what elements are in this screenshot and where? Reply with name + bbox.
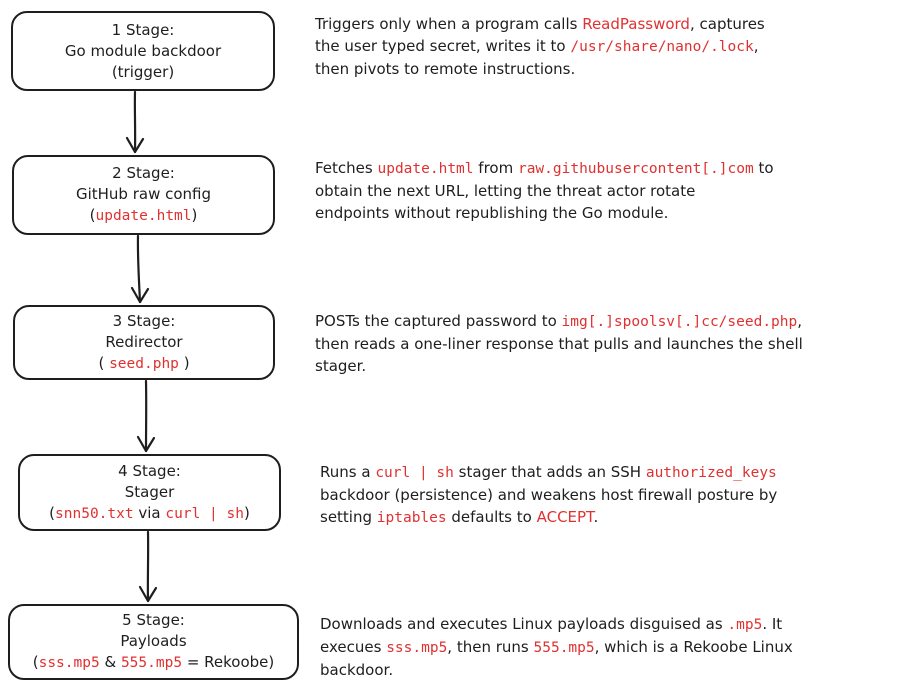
stage-3-title: 3 Stage: [112, 311, 176, 330]
stage-4-name: Stager [124, 482, 175, 501]
highlight-update-html: update.html [377, 161, 474, 177]
stage-2-name: GitHub raw config [75, 185, 212, 203]
highlight-accept: ACCEPT [536, 508, 594, 526]
stage-3-name: Redirector [105, 332, 183, 351]
stage-2-detail: (update.html) [89, 206, 198, 224]
highlight-read-password: ReadPassword [582, 15, 690, 33]
highlight-seed-url: img[.]spoolsv[.]cc/seed.php [561, 314, 798, 330]
stage-5-name: Payloads [120, 632, 187, 650]
stage-3-detail: ( seed.php ) [98, 353, 190, 372]
highlight-iptables: iptables [376, 510, 447, 526]
stage-1-title: 1 Stage: [111, 20, 175, 39]
stage-5-description: Downloads and executes Linux payloads di… [320, 615, 793, 679]
highlight-curl-sh: curl | sh [375, 465, 454, 481]
arrow-stage1-to-stage2 [125, 90, 145, 154]
highlight-555-mp5: 555.mp5 [533, 640, 595, 656]
highlight-sss-mp5: sss.mp5 [386, 640, 448, 656]
stage-2-box: 2 Stage: GitHub raw config (update.html) [12, 155, 275, 235]
stage-1-name: Go module backdoor [64, 41, 222, 60]
stage-1-box: 1 Stage: Go module backdoor (trigger) [11, 11, 275, 91]
stage-2-description: Fetches update.html from raw.githubuserc… [315, 159, 774, 222]
highlight-mp5: .mp5 [727, 617, 763, 633]
stage-4-description: Runs a curl | sh stager that adds an SSH… [320, 463, 778, 526]
stage-3-box: 3 Stage: Redirector ( seed.php ) [13, 305, 275, 380]
arrow-stage2-to-stage3 [130, 234, 150, 304]
stage-4-detail: (snn50.txt via curl | sh) [49, 503, 250, 522]
stage-5-title: 5 Stage: [122, 611, 185, 629]
arrow-stage3-to-stage4 [136, 379, 156, 453]
stage-1-detail: (trigger) [111, 62, 175, 81]
stage-5-detail: (sss.mp5 & 555.mp5 = Rekoobe) [32, 653, 275, 671]
stage-4-title: 4 Stage: [118, 461, 181, 480]
stage-1-description: Triggers only when a program calls ReadP… [315, 15, 765, 78]
arrow-stage4-to-stage5 [138, 530, 158, 603]
highlight-lock-path: /usr/share/nano/.lock [570, 39, 754, 55]
highlight-authorized-keys: authorized_keys [645, 465, 777, 481]
stage-4-box: 4 Stage: Stager (snn50.txt via curl | sh… [18, 454, 281, 531]
highlight-github-domain: raw.githubusercontent[.]com [517, 161, 754, 177]
stage-2-title: 2 Stage: [112, 164, 175, 182]
stage-5-box: 5 Stage: Payloads (sss.mp5 & 555.mp5 = R… [8, 604, 299, 680]
stage-3-description: POSTs the captured password to img[.]spo… [315, 312, 803, 375]
